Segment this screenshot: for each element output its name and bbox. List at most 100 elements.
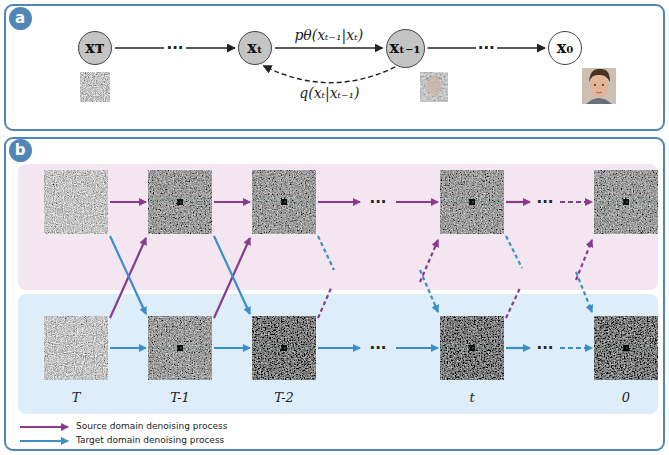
state-circle: xᴛ bbox=[78, 31, 112, 65]
svg-rect bbox=[252, 170, 316, 234]
svg-ellipse bbox=[590, 73, 608, 97]
target-image bbox=[148, 316, 212, 380]
node-text: xₜ bbox=[247, 39, 262, 57]
svg-rect bbox=[440, 316, 504, 380]
noisy-face-thumbnail bbox=[420, 72, 448, 102]
legend-sample-line bbox=[20, 426, 68, 428]
svg-line bbox=[318, 236, 334, 270]
source-image bbox=[148, 170, 212, 234]
panel-badge: a bbox=[9, 7, 32, 30]
legend-sample-line bbox=[20, 440, 68, 442]
svg-line bbox=[594, 202, 658, 203]
svg-line bbox=[110, 201, 146, 203]
svg-circle bbox=[602, 84, 604, 86]
state-circle: x₀ bbox=[548, 31, 582, 65]
ellipsis-mark: ··· bbox=[536, 340, 553, 357]
svg-rect bbox=[148, 170, 212, 234]
svg-line bbox=[318, 286, 332, 318]
timestep-label: T-2 bbox=[274, 391, 294, 405]
edge-label: ··· bbox=[476, 40, 497, 57]
svg-line bbox=[214, 236, 250, 314]
edge-label: q(xₜ|xₜ₋₁) bbox=[299, 86, 359, 101]
ellipsis-mark: ··· bbox=[369, 194, 386, 211]
svg-rect bbox=[420, 72, 448, 102]
svg-line bbox=[594, 348, 658, 349]
timestep-label: T bbox=[72, 391, 81, 405]
node-text: a bbox=[15, 10, 25, 27]
svg-path bbox=[425, 76, 443, 82]
source-arrows bbox=[110, 202, 592, 318]
svg-rect bbox=[582, 68, 616, 104]
edge-label: pθ(xₜ₋₁|xₜ) bbox=[294, 28, 363, 43]
edge-arrow bbox=[275, 47, 383, 48]
node-text: xᴛ bbox=[85, 39, 104, 57]
svg-path bbox=[596, 92, 602, 93]
svg-line bbox=[506, 347, 530, 349]
svg-line bbox=[148, 348, 212, 349]
target-image bbox=[44, 316, 108, 380]
svg-line bbox=[560, 201, 592, 203]
edge-arrow bbox=[264, 66, 396, 83]
timestep-label: T-1 bbox=[170, 391, 190, 405]
svg-line bbox=[440, 202, 504, 203]
svg-line bbox=[506, 201, 530, 203]
source-image bbox=[440, 170, 504, 234]
target-image bbox=[252, 316, 316, 380]
svg-circle bbox=[594, 84, 596, 86]
source-image bbox=[44, 170, 108, 234]
face-thumbnail bbox=[582, 68, 616, 104]
svg-line bbox=[420, 270, 438, 312]
svg-line bbox=[576, 272, 592, 312]
svg-line bbox=[506, 236, 522, 268]
svg-rect bbox=[148, 316, 212, 380]
target-image bbox=[440, 316, 504, 380]
target-image bbox=[594, 316, 658, 380]
svg-line bbox=[110, 347, 146, 349]
svg-line bbox=[252, 348, 316, 349]
node-text: b bbox=[15, 142, 26, 159]
source-image bbox=[594, 170, 658, 234]
target-band bbox=[18, 294, 658, 414]
ellipsis-mark: ··· bbox=[536, 194, 553, 211]
legend-text: Target domain denoising process bbox=[76, 436, 224, 446]
svg-ellipse bbox=[426, 76, 442, 96]
node-text: xₜ₋₁ bbox=[390, 39, 421, 57]
source-band bbox=[18, 164, 658, 290]
svg-line bbox=[560, 347, 592, 349]
svg-rect bbox=[594, 316, 658, 380]
timestep-label: 0 bbox=[622, 391, 630, 405]
svg-line bbox=[420, 240, 438, 282]
svg-line bbox=[576, 240, 592, 280]
ellipsis-mark: ··· bbox=[369, 340, 386, 357]
panel-frame bbox=[5, 5, 664, 130]
node-text: x₀ bbox=[557, 39, 574, 57]
svg-rect bbox=[440, 170, 504, 234]
svg-rect bbox=[44, 316, 108, 380]
state-circle: xₜ bbox=[238, 31, 272, 65]
legend-text: Source domain denoising process bbox=[76, 422, 227, 432]
target-arrows bbox=[110, 236, 592, 348]
noise-thumbnail bbox=[80, 72, 110, 102]
svg-path bbox=[586, 98, 612, 104]
svg-line bbox=[440, 348, 504, 349]
panel-badge: b bbox=[9, 139, 32, 162]
state-circle: xₜ₋₁ bbox=[386, 29, 425, 68]
svg-line bbox=[252, 202, 316, 203]
svg-line bbox=[506, 288, 520, 318]
timestep-label: t bbox=[469, 391, 474, 405]
svg-rect bbox=[44, 170, 108, 234]
svg-line bbox=[318, 201, 360, 203]
svg-line bbox=[318, 347, 360, 349]
svg-line bbox=[396, 201, 438, 203]
svg-line bbox=[148, 202, 212, 203]
svg-line bbox=[110, 236, 146, 314]
source-image bbox=[252, 170, 316, 234]
svg-line bbox=[214, 347, 250, 349]
svg-rect bbox=[594, 170, 658, 234]
edge-label: ··· bbox=[164, 40, 185, 57]
svg-path bbox=[589, 69, 610, 82]
panel-frame bbox=[5, 138, 664, 450]
